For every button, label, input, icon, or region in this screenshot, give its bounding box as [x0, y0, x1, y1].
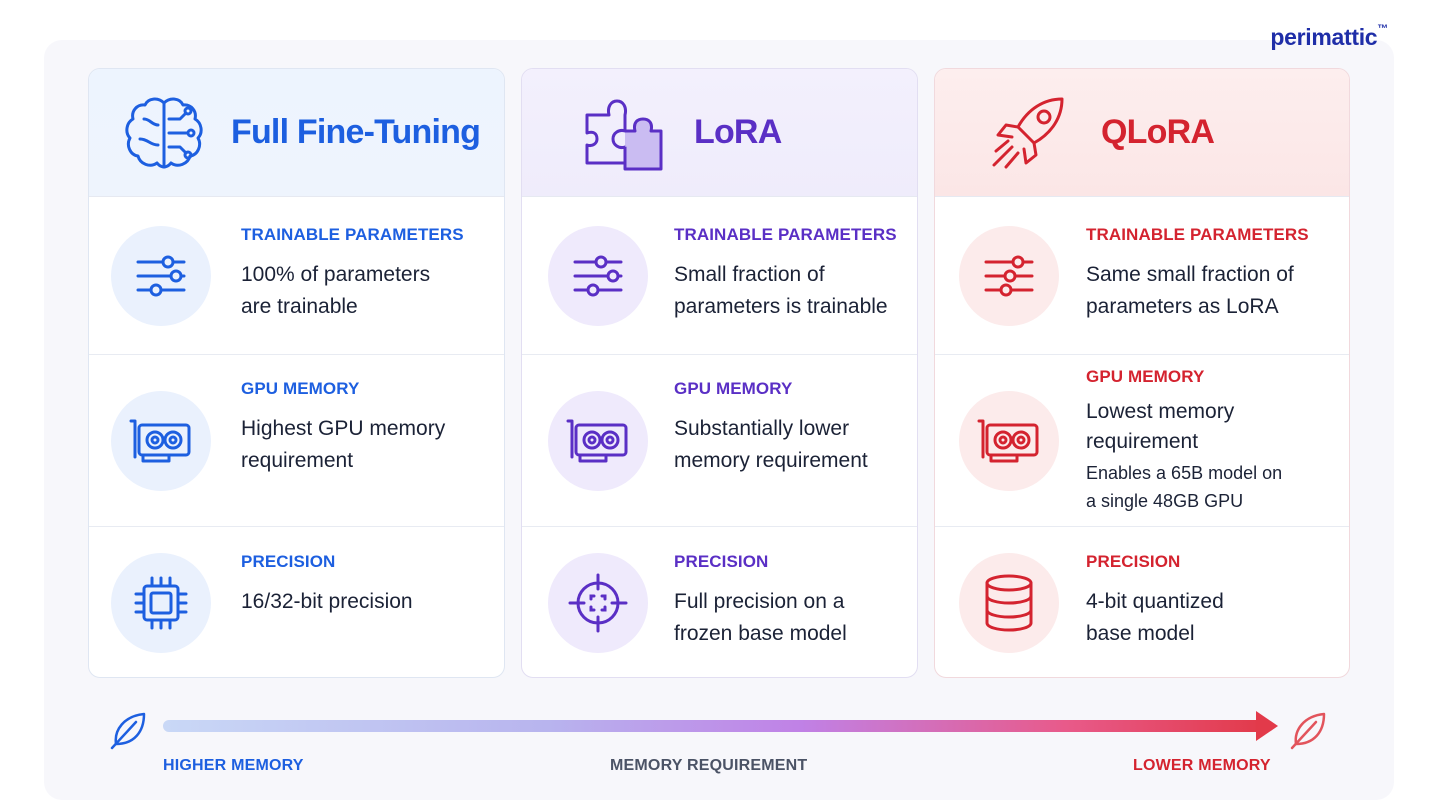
row-text: TRAINABLE PARAMETERS Small fraction of p… — [674, 225, 909, 323]
value-line: parameters is trainable — [674, 295, 888, 318]
sliders-icon — [111, 225, 211, 326]
row-value: Same small fraction of parameters as LoR… — [1086, 259, 1341, 323]
row-precision: PRECISION 4-bit quantized base model — [935, 527, 1349, 677]
row-gpu-memory: GPU MEMORY Highest GPU memory requiremen… — [89, 355, 504, 527]
row-label: GPU MEMORY — [674, 379, 793, 398]
chip-icon — [111, 553, 211, 653]
note-line: Enables a 65B model on — [1086, 463, 1283, 483]
arrow-right-icon — [1256, 711, 1278, 746]
row-value: Lowest memory requirement — [1086, 397, 1341, 457]
row-precision: PRECISION Full precision on a frozen bas… — [522, 527, 917, 677]
rocket-icon — [985, 90, 1071, 176]
leaf-icon — [1290, 710, 1328, 755]
row-label: GPU MEMORY — [241, 379, 360, 398]
row-value: Highest GPU memory requirement — [241, 413, 496, 477]
crosshair-icon — [548, 553, 648, 653]
value-line: memory requirement — [674, 449, 868, 472]
trademark-mark: ™ — [1377, 23, 1388, 36]
scale-middle-label: MEMORY REQUIREMENT — [610, 757, 808, 774]
value-line: Small fraction of — [674, 263, 825, 286]
card-header: QLoRA — [935, 69, 1349, 197]
card-title: Full Fine-Tuning — [231, 113, 481, 151]
row-gpu-memory: GPU MEMORY Substantially lower memory re… — [522, 355, 917, 527]
card-lora: LoRA TRAINABLE PARAMETERS Small fraction… — [521, 68, 918, 678]
row-value: Full precision on a frozen base model — [674, 586, 909, 650]
value-line: requirement — [1086, 430, 1199, 453]
row-label: TRAINABLE PARAMETERS — [1086, 225, 1309, 244]
row-label: PRECISION — [674, 552, 769, 571]
scale-right-label: LOWER MEMORY — [1133, 757, 1271, 774]
value-line: frozen base model — [674, 622, 847, 645]
row-text: GPU MEMORY Substantially lower memory re… — [674, 379, 909, 477]
value-line: 100% of parameters — [241, 263, 431, 286]
value-line: are trainable — [241, 295, 358, 318]
value-line: Substantially lower — [674, 417, 850, 440]
leaf-icon — [110, 710, 148, 755]
value-line: Full precision on a — [674, 590, 845, 613]
row-precision: PRECISION 16/32-bit precision — [89, 527, 504, 677]
row-text: GPU MEMORY Lowest memory requirement Ena… — [1086, 367, 1341, 515]
value-line: 16/32-bit precision — [241, 590, 413, 613]
row-value: 16/32-bit precision — [241, 586, 496, 618]
row-text: TRAINABLE PARAMETERS Same small fraction… — [1086, 225, 1341, 323]
row-value: Substantially lower memory requirement — [674, 413, 909, 477]
value-line: Highest GPU memory — [241, 417, 446, 440]
puzzle-piece-icon — [582, 90, 668, 176]
value-line: parameters as LoRA — [1086, 295, 1279, 318]
card-qlora: QLoRA TRAINABLE PARAMETERS Same small fr… — [934, 68, 1350, 678]
row-trainable-parameters: TRAINABLE PARAMETERS Same small fraction… — [935, 197, 1349, 355]
row-note: Enables a 65B model on a single 48GB GPU — [1086, 459, 1341, 515]
row-value: Small fraction of parameters is trainabl… — [674, 259, 909, 323]
gpu-card-icon — [111, 390, 211, 491]
row-text: PRECISION Full precision on a frozen bas… — [674, 552, 909, 650]
value-line: requirement — [241, 449, 354, 472]
gpu-card-icon — [548, 390, 648, 491]
value-line: base model — [1086, 622, 1195, 645]
row-text: TRAINABLE PARAMETERS 100% of parameters … — [241, 225, 496, 323]
row-label: PRECISION — [1086, 552, 1181, 571]
row-label: GPU MEMORY — [1086, 367, 1205, 386]
value-line: Same small fraction of — [1086, 263, 1294, 286]
row-label: TRAINABLE PARAMETERS — [241, 225, 464, 244]
row-text: PRECISION 4-bit quantized base model — [1086, 552, 1341, 650]
row-label: TRAINABLE PARAMETERS — [674, 225, 897, 244]
row-trainable-parameters: TRAINABLE PARAMETERS 100% of parameters … — [89, 197, 504, 355]
brand-name: perimattic — [1270, 24, 1378, 50]
memory-gradient-bar — [163, 720, 1263, 732]
card-title: QLoRA — [1101, 113, 1215, 151]
card-title: LoRA — [694, 113, 782, 151]
gpu-card-icon — [959, 390, 1059, 491]
brand-logo: perimattic™ — [1270, 23, 1388, 51]
sliders-icon — [548, 225, 648, 326]
database-icon — [959, 553, 1059, 653]
sliders-icon — [959, 225, 1059, 326]
card-header: LoRA — [522, 69, 917, 197]
scale-left-label: HIGHER MEMORY — [163, 757, 304, 774]
row-gpu-memory: GPU MEMORY Lowest memory requirement Ena… — [935, 355, 1349, 527]
card-full-fine-tuning: Full Fine-Tuning TRAINABLE PARAMETERS 10… — [88, 68, 505, 678]
brain-circuit-icon — [121, 90, 207, 176]
note-line: a single 48GB GPU — [1086, 491, 1244, 511]
row-label: PRECISION — [241, 552, 336, 571]
row-text: GPU MEMORY Highest GPU memory requiremen… — [241, 379, 496, 477]
row-value: 4-bit quantized base model — [1086, 586, 1341, 650]
value-line: 4-bit quantized — [1086, 590, 1224, 613]
row-text: PRECISION 16/32-bit precision — [241, 552, 496, 618]
card-header: Full Fine-Tuning — [89, 69, 504, 197]
row-value: 100% of parameters are trainable — [241, 259, 496, 323]
row-trainable-parameters: TRAINABLE PARAMETERS Small fraction of p… — [522, 197, 917, 355]
value-line: Lowest memory — [1086, 400, 1235, 423]
